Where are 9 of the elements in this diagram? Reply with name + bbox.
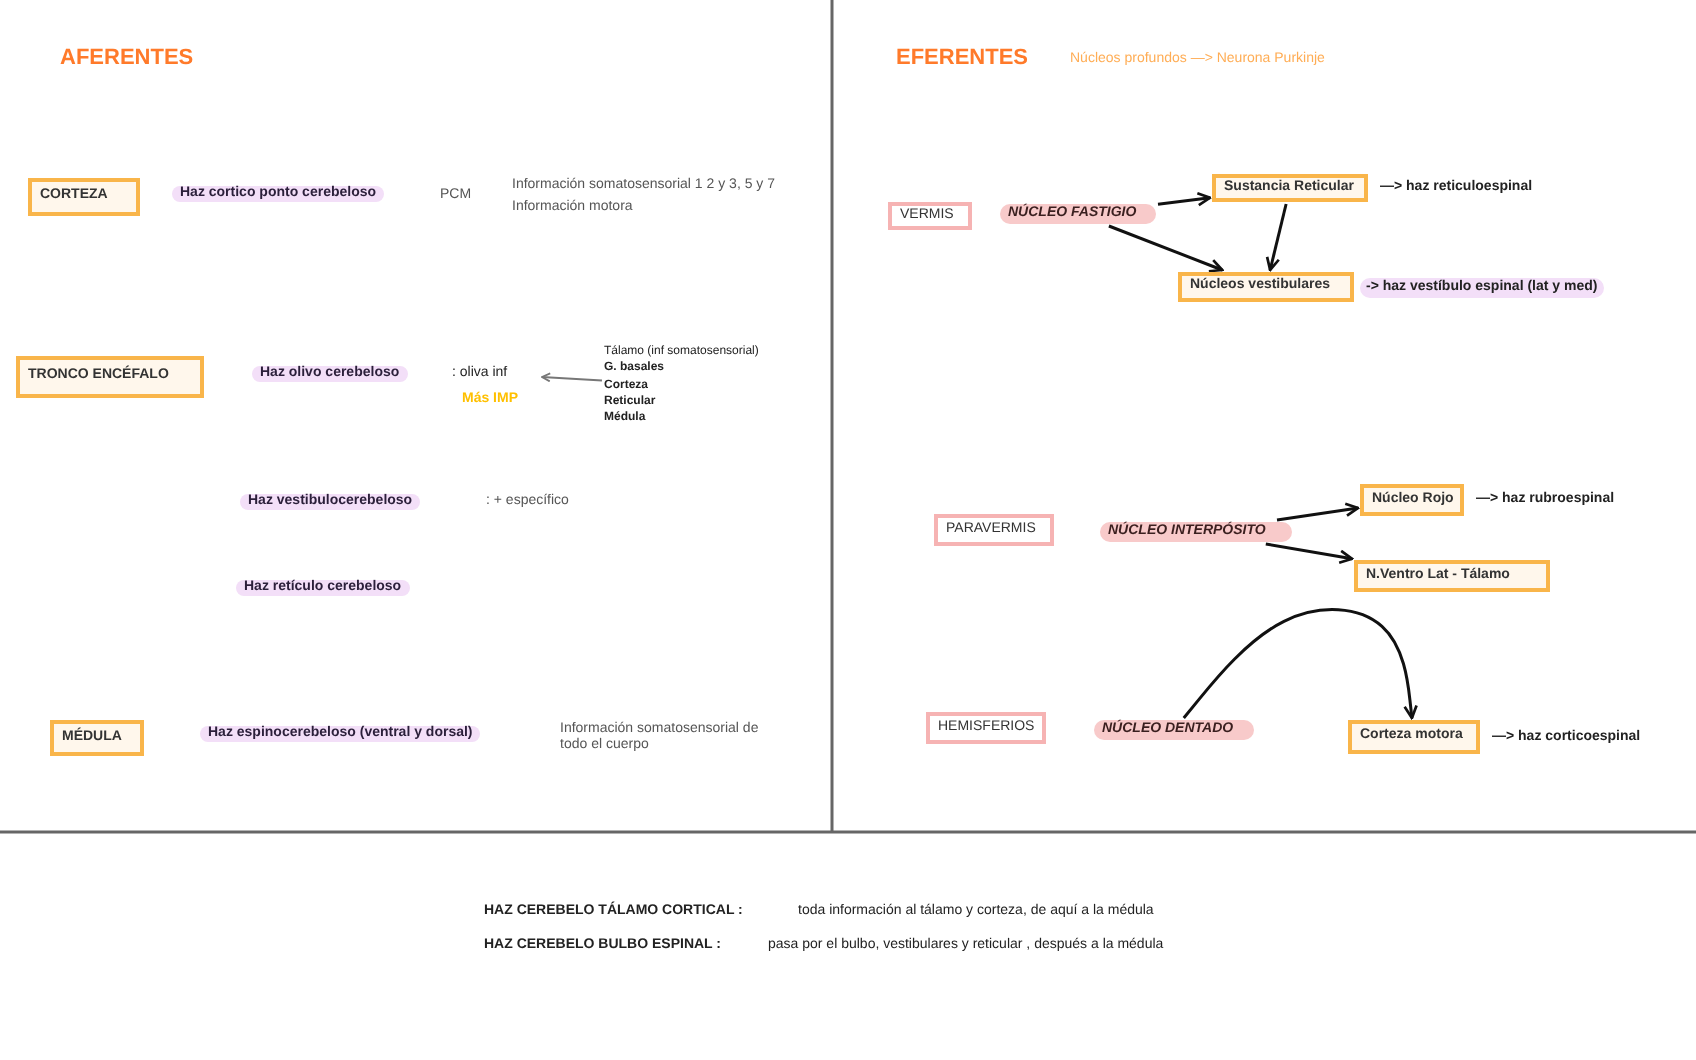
arrow xyxy=(1182,608,1418,720)
arrow xyxy=(1157,191,1212,207)
arrow xyxy=(1265,203,1288,272)
section-heading: AFERENTES xyxy=(60,46,194,72)
arrow xyxy=(1108,224,1224,273)
arrow xyxy=(1265,542,1354,565)
section-heading: EFERENTES xyxy=(896,46,1029,72)
arrow xyxy=(1276,502,1360,522)
arrow xyxy=(541,372,603,383)
